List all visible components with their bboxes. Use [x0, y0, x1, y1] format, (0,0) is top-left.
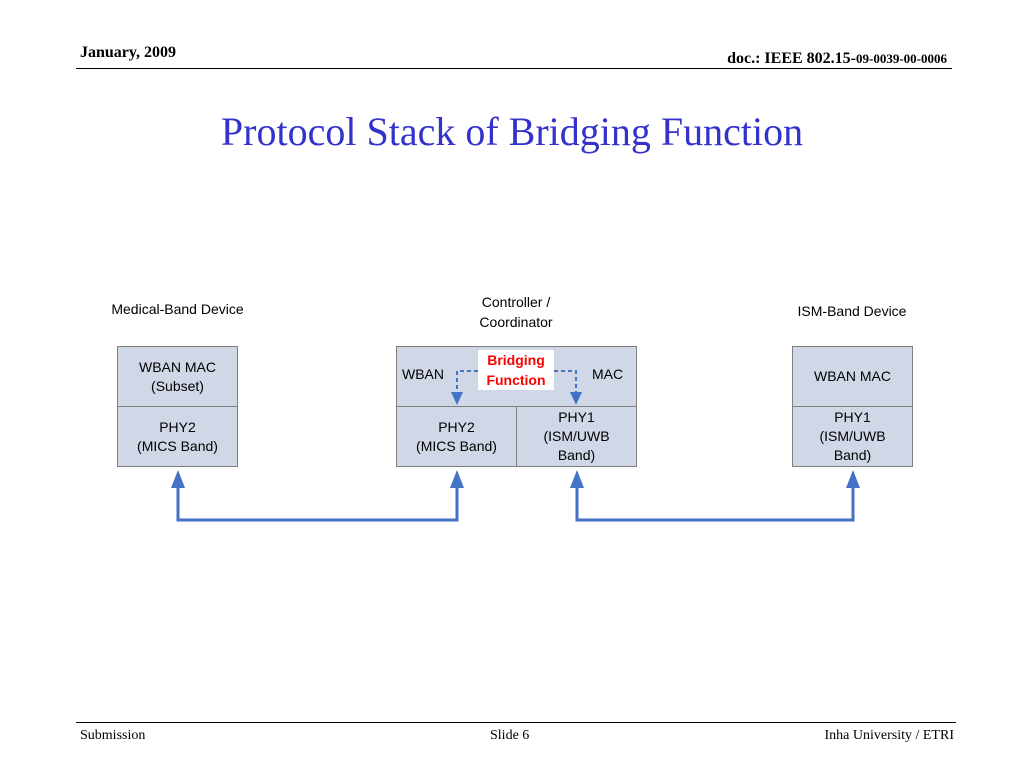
slide-title: Protocol Stack of Bridging Function	[220, 109, 804, 154]
doc-prefix: doc.: IEEE 802.15-	[727, 50, 856, 67]
controller-phy2-box: PHY2 (MICS Band)	[396, 406, 517, 467]
header-doc-id: doc.: IEEE 802.15-09-0039-00-0006	[727, 50, 947, 68]
bridging-dash-left-head	[451, 392, 463, 405]
ism-link	[575, 480, 855, 522]
ism-arrowhead-left	[570, 470, 584, 488]
footer-rule	[76, 722, 956, 723]
bridging-dash-right-head	[570, 392, 582, 405]
ism-device-label: ISM-Band Device	[797, 303, 907, 319]
controller-phy1-box: PHY1 (ISM/UWB Band)	[516, 406, 637, 467]
medical-phy-box: PHY2 (MICS Band)	[117, 406, 238, 467]
ism-mac-box: WBAN MAC	[792, 346, 913, 407]
bridging-function-label: Bridging Function	[478, 350, 554, 390]
footer-submission: Submission	[80, 728, 146, 743]
medical-device-label: Medical-Band Device	[111, 301, 244, 317]
controller-mac-right-label: MAC	[592, 366, 624, 382]
footer-affiliation: Inha University / ETRI	[824, 728, 954, 743]
header-date: January, 2009	[80, 44, 177, 61]
footer-slide-number: Slide 6	[490, 728, 530, 743]
ism-phy-box: PHY1 (ISM/UWB Band)	[792, 406, 913, 467]
medical-mac-box: WBAN MAC (Subset)	[117, 346, 238, 407]
doc-number: 09-0039-00-0006	[856, 51, 947, 66]
controller-label: Controller / Coordinator	[479, 294, 553, 330]
header-rule	[76, 68, 952, 69]
mics-arrowhead-left	[171, 470, 185, 488]
bridging-dash-left	[456, 370, 478, 394]
mics-arrowhead-right	[450, 470, 464, 488]
controller-mac-left-label: WBAN	[402, 366, 444, 382]
bridging-dash-right	[554, 370, 577, 394]
ism-arrowhead-right	[846, 470, 860, 488]
mics-link	[176, 480, 459, 522]
